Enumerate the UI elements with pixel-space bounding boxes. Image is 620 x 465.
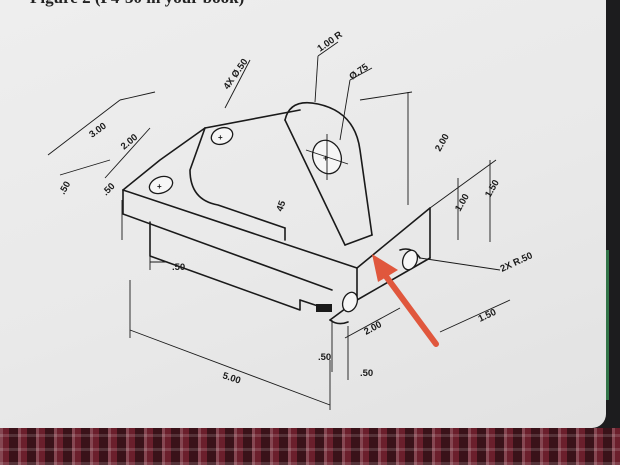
leader-corner-radius xyxy=(419,257,501,271)
label-upright-height: 2.00 xyxy=(433,132,452,154)
plaid-fabric xyxy=(0,428,620,465)
dim-overall-depth-line xyxy=(47,99,121,156)
hole-mark: + xyxy=(157,182,162,191)
label-arc-radius: 1.00 R xyxy=(315,29,344,54)
base-hole-front xyxy=(341,291,359,313)
front-corner-round xyxy=(329,319,349,325)
label-front-depth: 2.00 xyxy=(362,319,383,337)
slot-step xyxy=(299,299,319,307)
inclined-rib: 45 xyxy=(189,109,301,241)
dim-right-ext xyxy=(429,159,497,209)
slot-shadow xyxy=(316,304,332,312)
leader-hole-pattern xyxy=(224,59,251,109)
dim-right-width xyxy=(439,299,511,333)
base-top-front-edge xyxy=(122,189,358,269)
hole-mark: + xyxy=(218,133,223,142)
figure-caption: Figure 2 (P4-30 in your book) xyxy=(30,0,244,8)
hole-mark: + xyxy=(323,153,328,163)
leader-arc-radius xyxy=(314,55,319,103)
label-overall-depth: 3.00 xyxy=(87,121,108,141)
upright xyxy=(284,101,373,246)
dim-upright-top-ext xyxy=(359,91,413,101)
rib-curved-profile xyxy=(189,127,286,229)
rib-top-edge xyxy=(204,109,301,129)
label-upright-hole: Ø.75 xyxy=(347,61,371,82)
label-slot-offset: .50 xyxy=(172,262,185,273)
upright-front-edge xyxy=(284,119,346,246)
base-hole-back xyxy=(210,126,234,146)
label-overall-length: 5.00 xyxy=(221,370,242,386)
dim-extension xyxy=(119,91,156,101)
red-arrow-head xyxy=(372,254,398,282)
dim-front-depth xyxy=(344,307,401,339)
dimension-labels: 3.00 2.00 4X Ø.50 1.00 R Ø.75 2.00 .50 .… xyxy=(57,29,534,386)
label-right-width: 1.50 xyxy=(477,307,498,325)
red-arrow xyxy=(372,254,439,347)
leader-hole-tail xyxy=(349,67,373,81)
label-base-thickness: .50 xyxy=(57,180,73,197)
base-right-bottom-edge xyxy=(356,257,431,301)
label-right-outer: 1.50 xyxy=(483,178,502,200)
base-slot-outline xyxy=(149,221,301,311)
base-top-back-left-edge xyxy=(122,127,206,191)
label-corner-radius: 2X R.50 xyxy=(499,250,535,274)
label-base-thickness-inner: .50 xyxy=(100,181,117,198)
leader-arc-tail xyxy=(317,41,339,57)
leader-upright-hole xyxy=(339,79,351,141)
red-arrow-shaft xyxy=(382,272,439,347)
dimension-lines xyxy=(47,41,511,410)
dim-left-ext xyxy=(59,159,111,176)
screen-edge-highlight xyxy=(606,250,609,400)
base-top-right-edge xyxy=(356,207,431,269)
upright-base xyxy=(344,234,373,246)
monitor-screen: Figure 2 (P4-30 in your book) xyxy=(0,0,606,428)
angle-label: 45 xyxy=(274,199,288,213)
base-hole-left xyxy=(148,175,174,195)
label-right-inner: 1.00 xyxy=(453,192,472,214)
label-front-step-lower: .50 xyxy=(360,368,373,379)
base-block xyxy=(122,127,431,325)
base-holes: + + + xyxy=(148,126,419,313)
dim-overall-length xyxy=(129,329,331,406)
base-front-lower-edge xyxy=(122,189,333,291)
hole-center-h xyxy=(305,149,349,165)
label-inner-depth: 2.00 xyxy=(119,132,140,152)
dim-inner-depth-line xyxy=(104,127,151,179)
isometric-drawing: 45 + + + xyxy=(47,29,534,410)
base-hole-right xyxy=(401,249,419,271)
upright-arc-outline xyxy=(284,101,373,236)
label-front-step: .50 xyxy=(318,352,331,363)
